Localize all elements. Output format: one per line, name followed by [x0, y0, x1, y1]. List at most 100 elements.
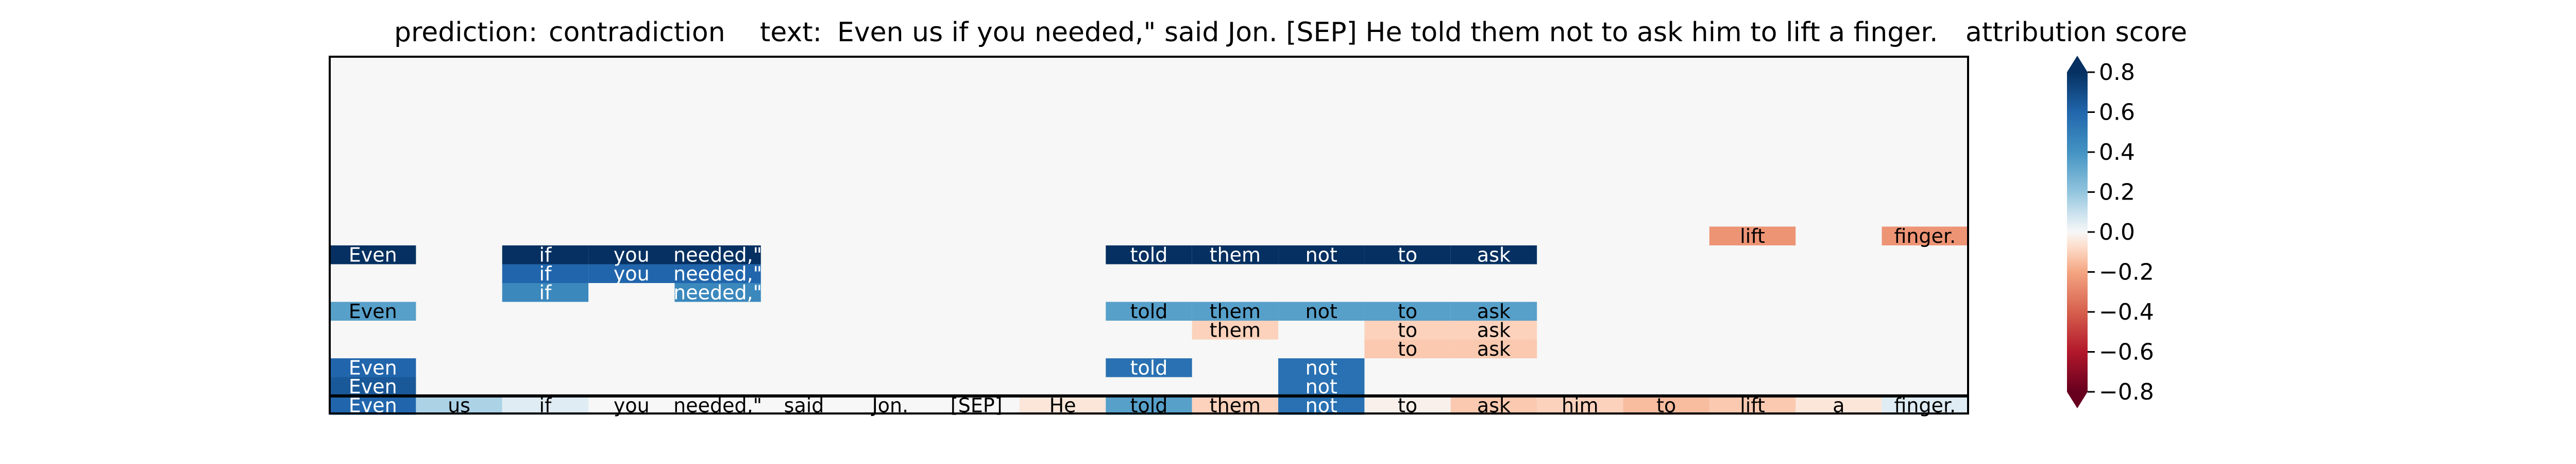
layer-row-token-label: Even — [349, 375, 397, 398]
layer-row-token-label: told — [1130, 243, 1168, 266]
colorbar-tick-label: −0.8 — [2099, 379, 2154, 405]
layer-row-token-label: to — [1398, 338, 1417, 360]
colorbar-extend-bottom — [2067, 392, 2088, 408]
input-row-cell — [1364, 396, 1451, 415]
layer-row-token-label: if — [539, 243, 552, 266]
layer-row-token-label: them — [1210, 300, 1261, 323]
layer-row-token-label: Even — [349, 243, 397, 266]
colorbar-tick-label: −0.2 — [2099, 259, 2154, 286]
layer-row-cell — [1192, 302, 1279, 321]
input-row-cell — [588, 396, 675, 415]
layer-row-cell — [1106, 245, 1192, 264]
layer-row-cell — [1450, 339, 1537, 358]
input-row-cell — [1795, 396, 1882, 415]
prediction-label: prediction: — [394, 17, 537, 48]
input-row-cell — [1106, 396, 1192, 415]
layer-row-token-label: to — [1398, 319, 1417, 341]
layer-row-token-label: told — [1130, 356, 1168, 379]
layer-row-token-label: them — [1210, 319, 1261, 341]
layer-row-cell — [1364, 321, 1451, 340]
axes-background — [330, 57, 1968, 413]
input-row-cell — [1450, 396, 1537, 415]
layer-row-cell — [1278, 358, 1365, 377]
input-row-cell — [760, 396, 848, 415]
layer-row-cell — [588, 264, 675, 283]
layer-row-cell — [1709, 226, 1796, 245]
layer-row-token-label: to — [1398, 243, 1417, 266]
layer-row-cell — [1278, 245, 1365, 264]
input-row-cell — [1278, 396, 1365, 415]
input-row-cell — [416, 396, 502, 415]
layer-row-token-label: you — [614, 243, 650, 266]
layer-row-cell — [1450, 321, 1537, 340]
input-row-cell — [1623, 396, 1709, 415]
layer-row-cell — [1882, 226, 1968, 245]
text-value: Even us if you needed," said Jon. [SEP] … — [837, 17, 1938, 48]
layer-row-cell — [1106, 302, 1192, 321]
layer-row-token-label: needed," — [673, 262, 762, 285]
colorbar-tick-label: −0.4 — [2099, 299, 2154, 325]
colorbar-tick-label: 0.2 — [2099, 179, 2135, 206]
input-row-cell — [1882, 396, 1968, 415]
colorbar-title: attribution score — [1965, 17, 2187, 48]
input-row-cell — [674, 396, 761, 415]
input-row-cell — [847, 396, 934, 415]
input-row-cell — [330, 396, 416, 415]
layer-row-cell — [1192, 245, 1279, 264]
layer-row-cell — [588, 245, 675, 264]
input-row-cell — [502, 396, 589, 415]
layer-row-token-label: not — [1306, 243, 1337, 266]
layer-row-cell — [1450, 302, 1537, 321]
layer-row-cell — [502, 283, 589, 302]
layer-row-token-label: needed," — [673, 281, 762, 304]
axes-frame — [329, 56, 1969, 415]
layer-row-cell — [330, 245, 416, 264]
layer-row-cell — [502, 245, 589, 264]
layer-row-cell — [1364, 302, 1451, 321]
layer-row-token-label: to — [1398, 300, 1417, 323]
layer-row-token-label: not — [1306, 375, 1337, 398]
colorbar-tick-label: −0.6 — [2099, 339, 2154, 366]
input-row-cell — [933, 396, 1020, 415]
layer-row-token-label: Even — [349, 300, 397, 323]
layer-row-token-label: ask — [1477, 300, 1511, 323]
layer-row-token-label: lift — [1740, 225, 1765, 247]
layer-row-cell — [1364, 245, 1451, 264]
layer-row-token-label: not — [1306, 300, 1337, 323]
layer-row-cell — [1450, 245, 1537, 264]
layer-row-cell — [502, 264, 589, 283]
layer-row-token-label: ask — [1477, 243, 1511, 266]
colorbar-gradient — [2067, 72, 2088, 392]
input-row-cell — [1537, 396, 1623, 415]
layer-row-cell — [330, 377, 416, 396]
layer-row-token-label: told — [1130, 300, 1168, 323]
input-row-cell — [1192, 396, 1279, 415]
colorbar-ticks: 0.8 0.6 0.4 0.2 0.0 −0.2 −0.4 −0.6 −0.8 — [2088, 59, 2154, 405]
layer-row-cell — [674, 283, 761, 302]
colorbar-tick-label: 0.8 — [2099, 59, 2135, 86]
input-row-cell — [1709, 396, 1796, 415]
text-label: text: — [760, 17, 822, 48]
layer-row-token-label: if — [539, 281, 552, 304]
layer-row-cell — [1106, 358, 1192, 377]
layer-row-cell — [1364, 339, 1451, 358]
input-row-token-label: a — [1833, 394, 1844, 417]
colorbar: 0.8 0.6 0.4 0.2 0.0 −0.2 −0.4 −0.6 −0.8 — [2067, 56, 2154, 408]
layer-row-token-label: them — [1210, 243, 1261, 266]
layer-row-token-label: Even — [349, 356, 397, 379]
layer-row-token-label: you — [614, 262, 650, 285]
layer-row-cell — [674, 264, 761, 283]
layer-row-cell — [330, 302, 416, 321]
layer-row-cell — [674, 245, 761, 264]
colorbar-tick-label: 0.4 — [2099, 139, 2135, 165]
layer-row-token-label: ask — [1477, 338, 1511, 360]
colorbar-tick-label: 0.6 — [2099, 100, 2135, 126]
prediction-value: contradiction — [549, 17, 725, 48]
layer-row-token-label: finger. — [1894, 225, 1956, 247]
layer-row-cell — [1278, 302, 1365, 321]
input-row-cell — [1019, 396, 1106, 415]
colorbar-tick-label: 0.0 — [2099, 219, 2135, 245]
colorbar-extend-top — [2067, 56, 2088, 72]
